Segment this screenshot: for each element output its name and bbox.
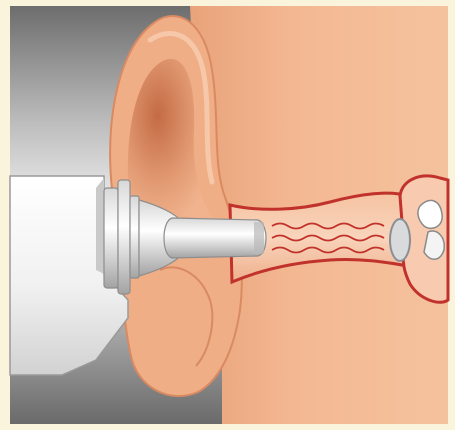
probe-tip-end bbox=[254, 222, 264, 254]
device-side-shade bbox=[96, 178, 104, 274]
ossicle-bone-lower bbox=[424, 231, 444, 259]
probe-flange-ring bbox=[118, 180, 130, 294]
probe-flange-inner bbox=[130, 196, 139, 278]
probe-tip bbox=[164, 218, 266, 258]
probe-flange-outer bbox=[104, 188, 118, 288]
ossicle-bone bbox=[418, 200, 442, 228]
eardrum bbox=[390, 219, 410, 261]
